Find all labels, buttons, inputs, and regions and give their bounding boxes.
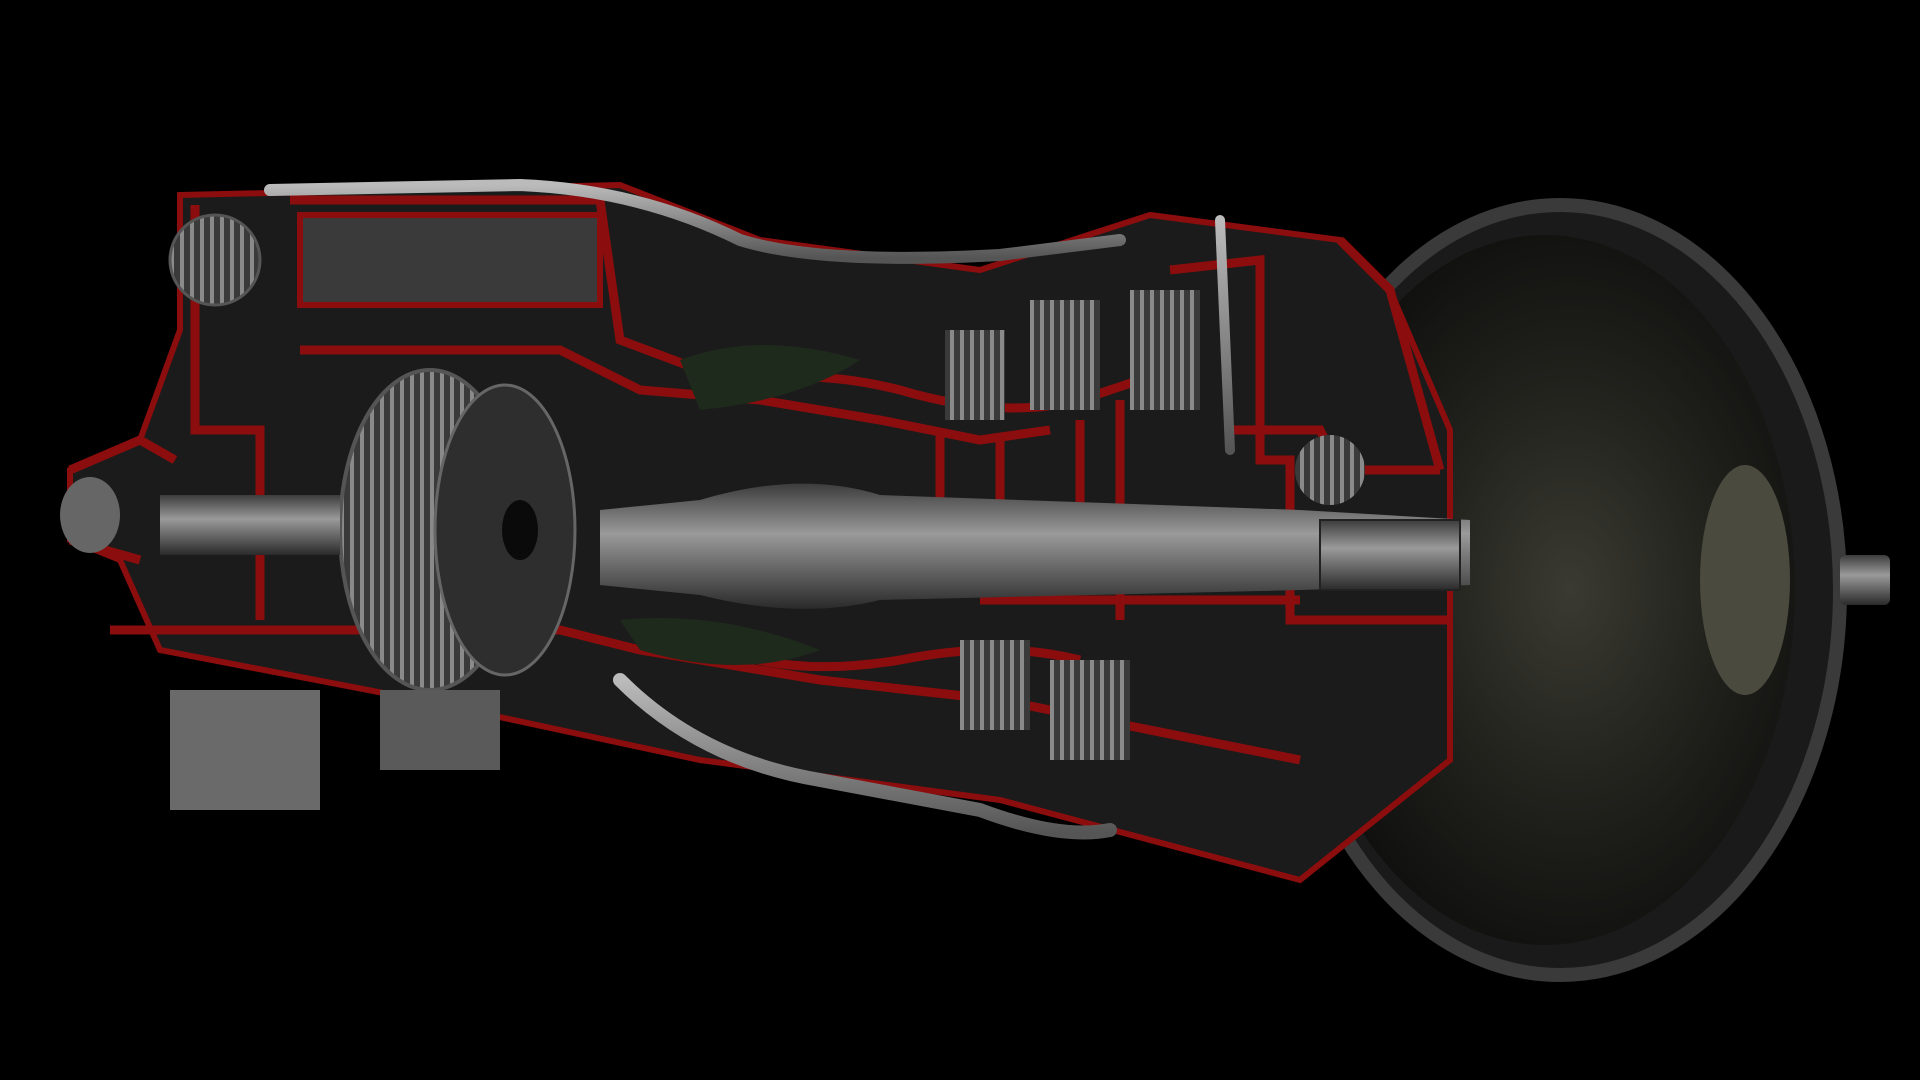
turbine-stages [945,290,1200,760]
external-piping [264,178,1235,840]
accessory-gearbox [168,212,1365,810]
main-shaft [60,477,1470,609]
combustion-chamber [620,345,860,665]
compressor-rotor [338,368,577,692]
